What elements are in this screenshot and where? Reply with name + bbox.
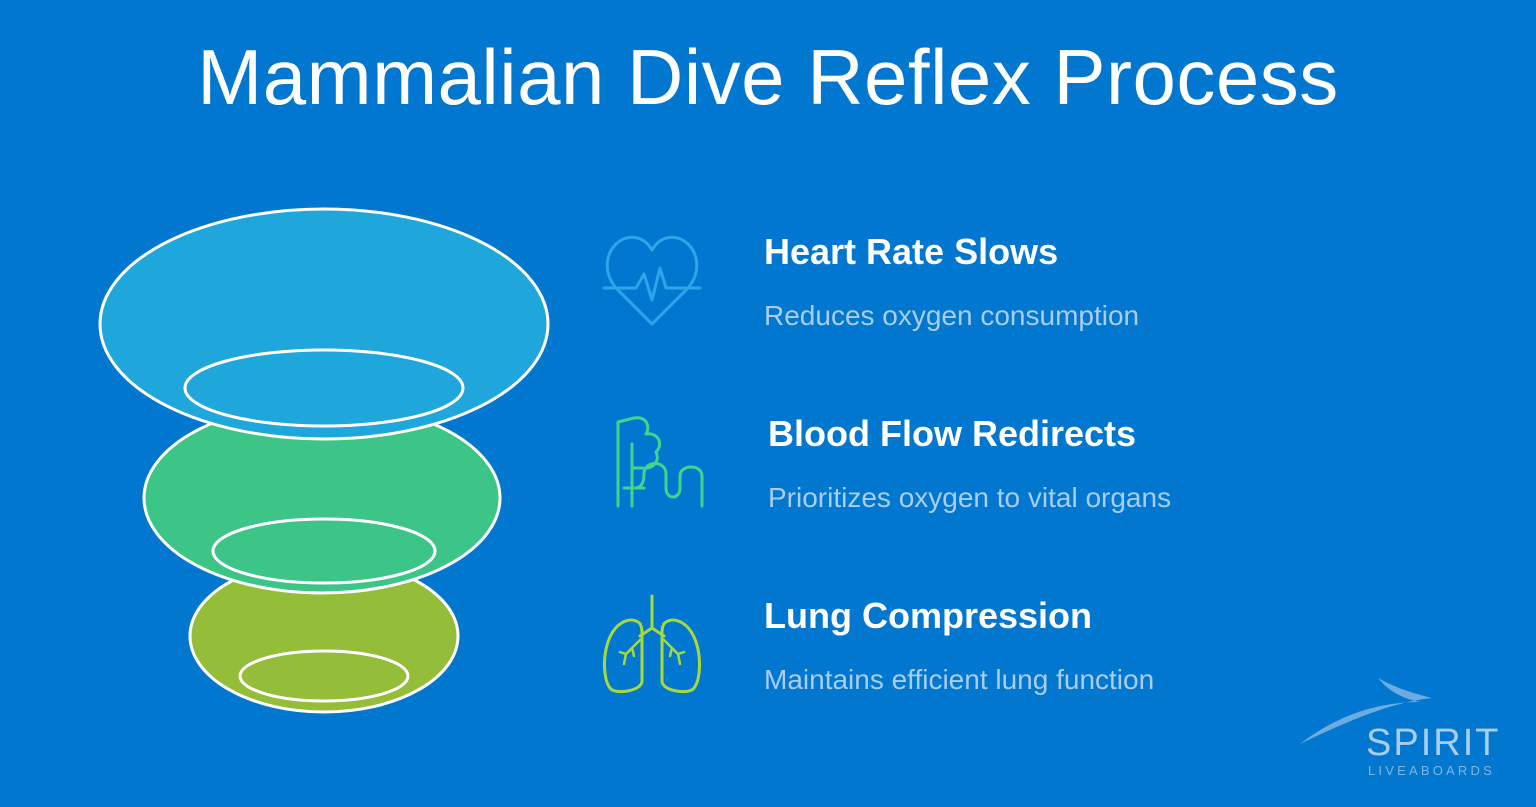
page-title: Mammalian Dive Reflex Process [197,33,1339,121]
blood-flow-icon [616,416,704,508]
funnel-layer-top [98,207,550,441]
funnel-layer-middle [142,401,502,595]
step-title: Heart Rate Slows [764,231,1059,272]
logo-name: SPIRIT [1366,722,1501,764]
step-description: Prioritizes oxygen to vital organs [768,482,1172,513]
dolphin-swoosh-icon [1300,678,1432,744]
step-description: Maintains efficient lung function [764,664,1155,695]
step-title: Blood Flow Redirects [768,413,1137,454]
step-description: Reduces oxygen consumption [764,300,1140,331]
lungs-icon [603,594,701,694]
spirit-liveaboards-logo: SPIRIT LIVEABOARDS [1296,676,1506,786]
heart-rate-icon [602,235,702,326]
step-title: Lung Compression [764,595,1093,636]
logo-tagline: LIVEABOARDS [1368,763,1495,778]
